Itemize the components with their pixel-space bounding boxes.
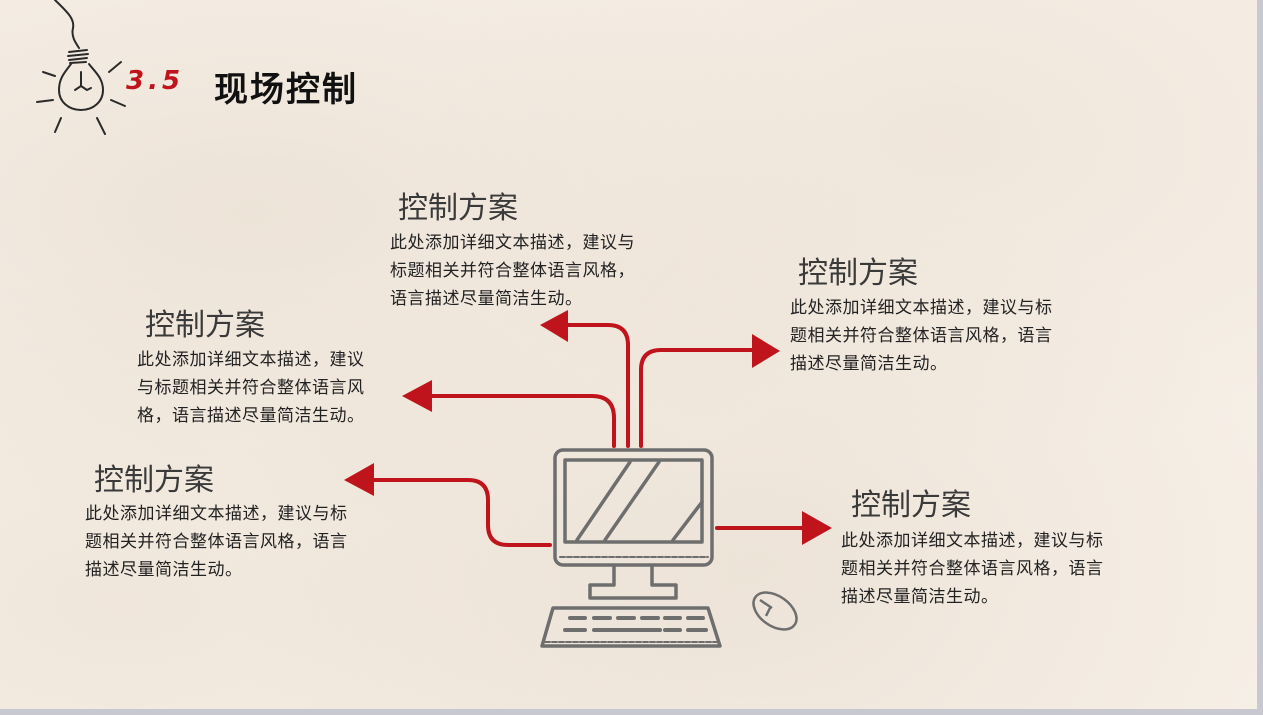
block-title-lower-right: 控制方案 (851, 488, 971, 523)
block-title-top-center: 控制方案 (398, 191, 518, 226)
block-desc-top-center: 此处添加详细文本描述，建议与 标题相关并符合整体语言风格， 语言描述尽量简洁生动… (390, 229, 635, 313)
arrow-mid-left (423, 394, 616, 448)
arrow-lower-left (368, 478, 552, 547)
computer-icon (540, 448, 722, 648)
block-desc-mid-left: 此处添加详细文本描述，建议 与标题相关并符合整体语言风 格，语言描述尽量简洁生动… (137, 346, 365, 430)
desc-line: 此处添加详细文本描述，建议与 (390, 233, 635, 253)
desc-line: 此处添加详细文本描述，建议与标 (85, 504, 348, 524)
block-desc-lower-left: 此处添加详细文本描述，建议与标 题相关并符合整体语言风格，语言 描述尽量简洁生动… (85, 500, 348, 584)
block-title-top-right: 控制方案 (798, 256, 918, 291)
desc-line: 题相关并符合整体语言风格，语言 (841, 559, 1104, 579)
desc-line: 格，语言描述尽量简洁生动。 (137, 406, 365, 426)
block-title-mid-left: 控制方案 (145, 308, 265, 343)
desc-line: 与标题相关并符合整体语言风 (137, 378, 365, 398)
mouse-icon (752, 591, 798, 631)
arrow-top-right (639, 348, 758, 448)
desc-line: 题相关并符合整体语言风格，语言 (790, 326, 1053, 346)
arrow-top-center (566, 323, 630, 448)
section-number: 3.5 (126, 66, 185, 96)
lightbulb-icon (36, 0, 126, 135)
block-title-lower-left: 控制方案 (94, 463, 214, 498)
desc-line: 此处添加详细文本描述，建议与标 (841, 531, 1104, 551)
desc-line: 描述尽量简洁生动。 (841, 587, 999, 607)
desc-line: 描述尽量简洁生动。 (790, 354, 948, 374)
block-desc-lower-right: 此处添加详细文本描述，建议与标 题相关并符合整体语言风格，语言 描述尽量简洁生动… (841, 527, 1104, 611)
desc-line: 题相关并符合整体语言风格，语言 (85, 532, 348, 552)
desc-line: 标题相关并符合整体语言风格， (390, 261, 635, 281)
section-title: 现场控制 (214, 70, 358, 110)
desc-line: 描述尽量简洁生动。 (85, 560, 243, 580)
block-desc-top-right: 此处添加详细文本描述，建议与标 题相关并符合整体语言风格，语言 描述尽量简洁生动… (790, 294, 1053, 378)
desc-line: 此处添加详细文本描述，建议与标 (790, 298, 1053, 318)
desc-line: 语言描述尽量简洁生动。 (390, 289, 583, 309)
desc-line: 此处添加详细文本描述，建议 (137, 350, 365, 370)
